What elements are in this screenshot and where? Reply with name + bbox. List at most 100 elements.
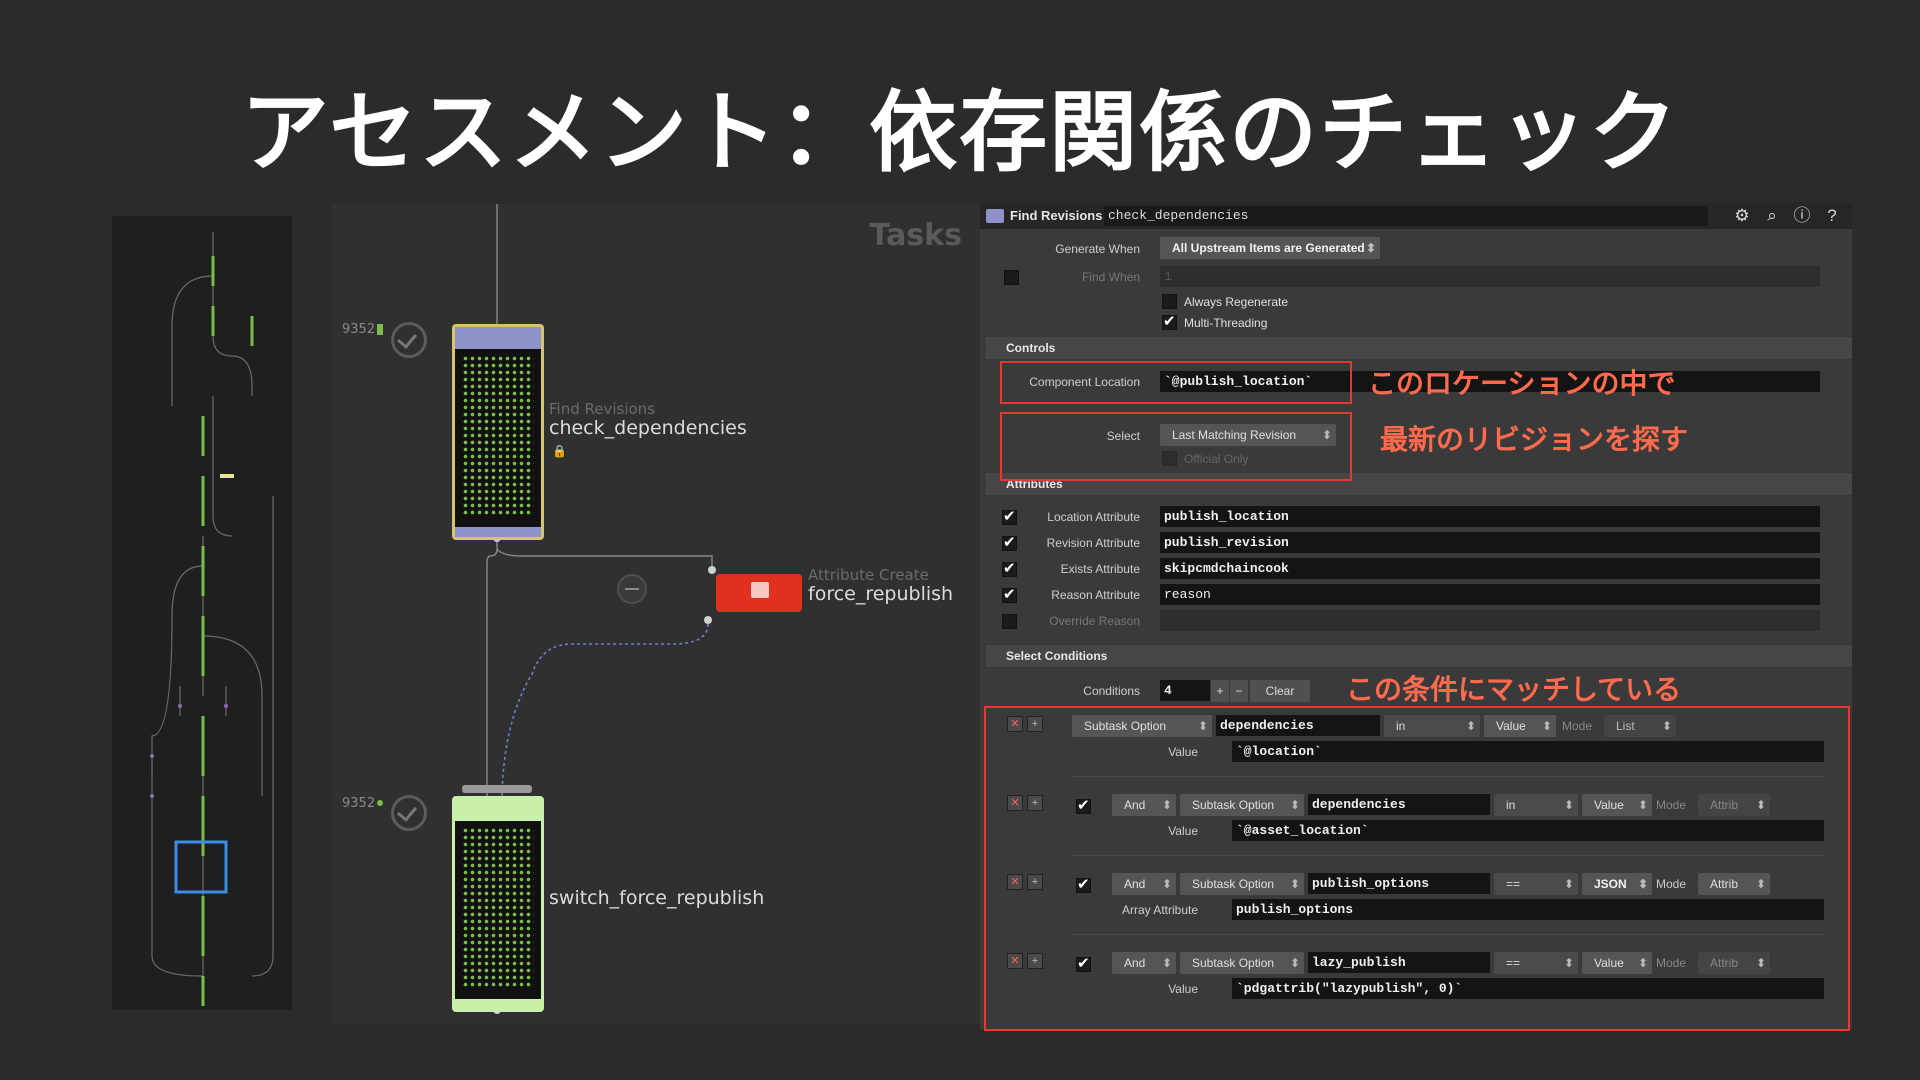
condition-source-menu[interactable]: Subtask Option <box>1180 794 1304 816</box>
find-when-toggle[interactable] <box>1004 270 1019 285</box>
condition-operator-menu[interactable]: == <box>1494 873 1578 895</box>
condition-attribute-field[interactable]: lazy_publish <box>1308 952 1490 973</box>
condition-enabled-checkbox[interactable] <box>1076 875 1091 893</box>
location-attribute-checkbox[interactable] <box>1002 507 1017 525</box>
delete-condition-icon[interactable]: ✕ <box>1007 795 1023 811</box>
select-menu[interactable]: Last Matching Revision <box>1160 424 1336 446</box>
condition-value-type-menu[interactable]: Value <box>1484 715 1556 737</box>
condition-combiner-menu[interactable]: And <box>1112 952 1176 974</box>
condition-value-field[interactable]: publish_options <box>1232 899 1824 920</box>
work-item-bar <box>377 324 383 335</box>
condition-value-field[interactable]: `pdgattrib("lazypublish", 0)` <box>1232 978 1824 999</box>
controls-section[interactable]: Controls <box>986 337 1852 359</box>
remove-condition-button[interactable]: − <box>1230 680 1248 702</box>
condition-value-type-menu[interactable]: Value <box>1582 794 1652 816</box>
condition-value-label: Value <box>1168 982 1198 996</box>
exists-attribute-field[interactable]: skipcmdchaincook <box>1160 558 1820 579</box>
node-check-dependencies[interactable] <box>452 324 544 540</box>
revision-attribute-checkbox[interactable] <box>1002 533 1017 551</box>
clear-conditions-button[interactable]: Clear <box>1250 680 1310 702</box>
condition-value-field[interactable]: `@asset_location` <box>1232 820 1824 841</box>
add-condition-button[interactable]: + <box>1211 680 1229 702</box>
condition-mode-menu[interactable]: List <box>1604 715 1676 737</box>
override-reason-field[interactable] <box>1160 610 1820 631</box>
row-divider <box>1072 776 1824 777</box>
find-when-label: Find When <box>1081 270 1140 284</box>
condition-attribute-field[interactable]: dependencies <box>1216 715 1380 736</box>
node-switch-force-republish[interactable] <box>452 796 544 1012</box>
row-divider <box>1072 934 1824 935</box>
delete-condition-icon[interactable]: ✕ <box>1007 716 1023 732</box>
condition-combiner-menu[interactable]: And <box>1112 794 1176 816</box>
condition-operator-menu[interactable]: == <box>1494 952 1578 974</box>
always-regenerate-checkbox[interactable] <box>1162 294 1177 309</box>
gear-icon[interactable]: ⚙ <box>1734 206 1750 225</box>
condition-value-field[interactable]: `@location` <box>1232 741 1824 762</box>
condition-value-type-menu[interactable]: JSON <box>1582 873 1652 895</box>
node-header <box>455 327 541 349</box>
condition-mode-menu[interactable]: Attrib <box>1698 873 1770 895</box>
override-reason-label: Override Reason <box>1049 614 1140 628</box>
condition-combiner-menu[interactable]: And <box>1112 873 1176 895</box>
generate-when-label: Generate When <box>1055 242 1140 256</box>
multi-threading-checkbox[interactable] <box>1162 312 1177 330</box>
delete-condition-icon[interactable]: ✕ <box>1007 953 1023 969</box>
condition-value-label: Value <box>1168 745 1198 759</box>
node-force-republish[interactable] <box>716 574 802 612</box>
info-icon[interactable]: ⓘ <box>1793 206 1811 225</box>
condition-attribute-field[interactable]: dependencies <box>1308 794 1490 815</box>
condition-source-menu[interactable]: Subtask Option <box>1072 715 1212 737</box>
node-name-field[interactable]: check_dependencies <box>1104 206 1708 226</box>
insert-condition-icon[interactable]: + <box>1027 874 1043 890</box>
network-overview-minimap[interactable] <box>112 216 292 1010</box>
condition-source-menu[interactable]: Subtask Option <box>1180 952 1304 974</box>
reason-attribute-checkbox[interactable] <box>1002 585 1017 603</box>
select-conditions-section[interactable]: Select Conditions <box>986 645 1852 667</box>
location-attribute-field[interactable]: publish_location <box>1160 506 1820 527</box>
select-label: Select <box>1106 429 1140 443</box>
condition-operator-menu[interactable]: in <box>1384 715 1480 737</box>
parameter-header: Find Revisions check_dependencies ⚙ ⌕ ⓘ … <box>980 203 1852 229</box>
condition-enabled-checkbox[interactable] <box>1076 954 1091 972</box>
help-icon[interactable]: ? <box>1827 206 1837 225</box>
insert-condition-icon[interactable]: + <box>1027 795 1043 811</box>
annotation-conditions-text: この条件にマッチしている <box>1346 673 1682 706</box>
node-name-label: force_republish <box>808 583 954 605</box>
node-footer <box>455 527 541 537</box>
find-when-field[interactable]: 1 <box>1160 266 1820 287</box>
location-attribute-label: Location Attribute <box>1047 510 1140 524</box>
delete-condition-icon[interactable]: ✕ <box>1007 874 1023 890</box>
exists-attribute-label: Exists Attribute <box>1060 562 1140 576</box>
insert-condition-icon[interactable]: + <box>1027 953 1043 969</box>
annotation-select-text: 最新のリビジョンを探す <box>1380 423 1689 456</box>
revision-attribute-field[interactable]: publish_revision <box>1160 532 1820 553</box>
official-only-label: Official Only <box>1184 452 1249 466</box>
node-footer <box>455 999 541 1009</box>
condition-attribute-field[interactable]: publish_options <box>1308 873 1490 894</box>
status-check-icon[interactable] <box>391 795 427 831</box>
status-check-icon[interactable] <box>391 322 427 358</box>
override-reason-checkbox[interactable] <box>1002 614 1017 629</box>
condition-value-type-menu[interactable]: Value <box>1582 952 1652 974</box>
generate-when-menu[interactable]: All Upstream Items are Generated <box>1160 237 1380 259</box>
network-editor[interactable]: Tasks 9352 Find Revisions check_dependen… <box>332 204 980 1024</box>
condition-value-label: Array Attribute <box>1121 903 1198 917</box>
parameter-panel: Find Revisions check_dependencies ⚙ ⌕ ⓘ … <box>980 203 1852 1029</box>
condition-source-menu[interactable]: Subtask Option <box>1180 873 1304 895</box>
insert-condition-icon[interactable]: + <box>1027 716 1043 732</box>
condition-mode-menu[interactable]: Attrib <box>1698 952 1770 974</box>
conditions-count-field[interactable]: 4 <box>1160 680 1210 701</box>
condition-operator-menu[interactable]: in <box>1494 794 1578 816</box>
condition-enabled-checkbox[interactable] <box>1076 796 1091 814</box>
multi-threading-label: Multi-Threading <box>1184 316 1268 330</box>
component-location-field[interactable]: `@publish_location` <box>1160 371 1820 392</box>
condition-mode-menu[interactable]: Attrib <box>1698 794 1770 816</box>
exists-attribute-checkbox[interactable] <box>1002 559 1017 577</box>
official-only-checkbox[interactable] <box>1162 451 1177 466</box>
reason-attribute-field[interactable]: reason <box>1160 584 1820 605</box>
search-icon[interactable]: ⌕ <box>1767 206 1777 225</box>
annotation-location-text: このロケーションの中で <box>1368 367 1676 400</box>
condition-value-label: Value <box>1168 824 1198 838</box>
work-item-dot <box>377 800 383 806</box>
conditions-label: Conditions <box>1083 684 1140 698</box>
